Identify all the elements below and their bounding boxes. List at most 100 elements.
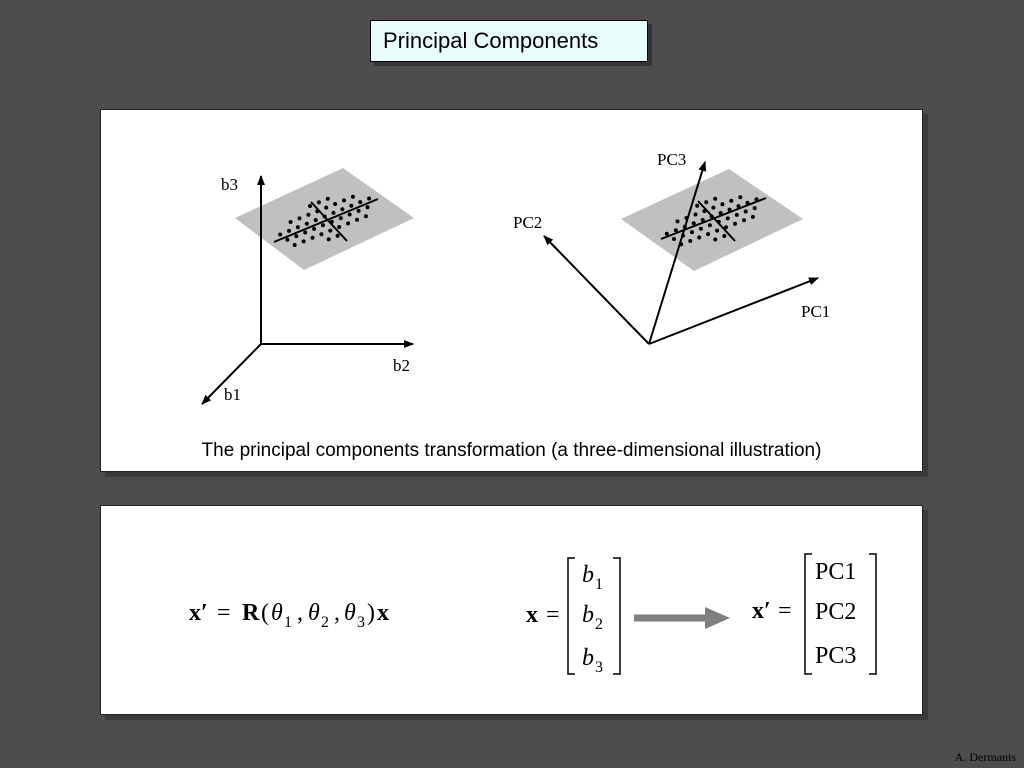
data-point xyxy=(337,225,342,229)
data-point xyxy=(729,198,734,203)
data-point xyxy=(722,234,727,238)
data-point xyxy=(316,200,321,205)
data-point xyxy=(297,216,302,221)
pc2-axis xyxy=(543,235,650,345)
pc2-label: PC2 xyxy=(513,213,542,232)
b3-label: b3 xyxy=(221,175,238,194)
data-point xyxy=(328,228,333,233)
data-point xyxy=(319,232,324,237)
pc1-label: PC1 xyxy=(801,302,830,321)
eq3-pc2: PC2 xyxy=(815,599,856,625)
data-point xyxy=(321,223,325,228)
eq2-equals: = xyxy=(546,602,560,628)
diagram-caption: The principal components transformation … xyxy=(201,440,822,461)
eq2-lhs: x xyxy=(526,602,538,628)
data-point xyxy=(707,223,712,228)
eq1-sub-2: 2 xyxy=(321,614,329,631)
equations-panel: x′ = R ( θ 1 , θ 2 , θ 3 ) x x = b 1 b 2… xyxy=(100,505,923,715)
eq1-comma-2: , xyxy=(334,600,340,626)
data-point xyxy=(326,237,331,242)
data-point xyxy=(292,243,297,247)
data-point xyxy=(287,228,291,233)
data-point xyxy=(733,221,737,226)
data-point xyxy=(690,230,694,235)
minor-axis-line-right xyxy=(697,200,736,242)
data-point xyxy=(718,211,723,215)
data-plane-left xyxy=(235,168,414,270)
data-point xyxy=(713,237,718,242)
page-title: Principal Components xyxy=(370,20,648,62)
data-point xyxy=(713,196,718,201)
data-point xyxy=(304,221,309,226)
data-point xyxy=(720,202,725,207)
data-point xyxy=(358,200,363,205)
eq3-pc3: PC3 xyxy=(815,643,856,669)
pc-coordinate-system: PC3 PC2 PC1 xyxy=(513,150,830,345)
data-point xyxy=(672,237,676,241)
eq1-lhs: x′ xyxy=(189,600,208,626)
data-point xyxy=(295,225,300,230)
diagram-panel: b3 b2 b1 PC3 PC2 PC1 The principal compo… xyxy=(100,109,923,472)
eq2-b3: b xyxy=(582,645,594,671)
data-point xyxy=(349,203,354,208)
data-point xyxy=(335,233,340,238)
data-point xyxy=(698,226,703,231)
eq1-x: x xyxy=(377,600,389,626)
data-point xyxy=(346,221,351,226)
data-point xyxy=(288,220,293,224)
data-point xyxy=(675,219,680,224)
eq1-sub-1: 1 xyxy=(284,614,292,631)
data-point xyxy=(365,205,370,210)
eq2-sub-1: 1 xyxy=(595,576,603,593)
data-point xyxy=(738,195,743,200)
pc3-label: PC3 xyxy=(657,150,686,169)
pc1-axis xyxy=(648,277,819,345)
b1-axis xyxy=(201,343,262,405)
data-point xyxy=(743,209,748,214)
data-point xyxy=(673,228,678,233)
data-point xyxy=(285,237,290,242)
eq3-pc1: PC1 xyxy=(815,559,856,585)
pc-vector-equation: x′ = PC1 PC2 PC3 xyxy=(752,553,877,675)
data-point xyxy=(736,204,741,209)
data-point xyxy=(355,217,359,222)
pc3-axis xyxy=(648,161,707,345)
data-point xyxy=(752,206,757,211)
data-point xyxy=(367,196,372,201)
eq1-R: R xyxy=(242,600,260,626)
eq1-sub-3: 3 xyxy=(357,614,365,631)
eq1-theta-3: θ xyxy=(344,600,356,626)
data-point xyxy=(333,202,338,206)
transformation-arrow-icon xyxy=(634,607,730,629)
minor-axis-line-left xyxy=(310,201,348,242)
data-point xyxy=(347,212,352,217)
data-point xyxy=(278,232,283,237)
data-point xyxy=(312,226,317,231)
eq1-comma-1: , xyxy=(297,600,303,626)
data-point xyxy=(313,218,318,223)
data-point xyxy=(356,208,361,213)
x-vector-equation: x = b 1 b 2 b 3 xyxy=(526,557,621,676)
eq2-sub-3: 3 xyxy=(595,659,603,676)
data-point xyxy=(750,214,755,219)
eq3-right-bracket xyxy=(869,553,877,675)
data-point xyxy=(342,198,346,203)
rotation-equation: x′ = R ( θ 1 , θ 2 , θ 3 ) x xyxy=(189,600,389,631)
major-axis-line-left xyxy=(273,198,379,243)
eq1-open-paren: ( xyxy=(261,600,269,626)
data-point xyxy=(695,203,700,208)
data-point xyxy=(310,235,315,240)
data-point xyxy=(700,217,705,222)
eq1-equals: = xyxy=(217,600,231,626)
data-cloud-right xyxy=(664,195,759,247)
eq3-equals: = xyxy=(778,598,792,624)
eq2-sub-2: 2 xyxy=(595,616,603,633)
eq1-close-paren: ) xyxy=(367,600,375,626)
data-point xyxy=(350,194,355,199)
b2-label: b2 xyxy=(393,356,410,375)
eq2-b1: b xyxy=(582,562,594,588)
data-point xyxy=(294,234,299,239)
data-point xyxy=(664,231,669,236)
data-point xyxy=(324,205,329,210)
data-point xyxy=(706,232,711,237)
